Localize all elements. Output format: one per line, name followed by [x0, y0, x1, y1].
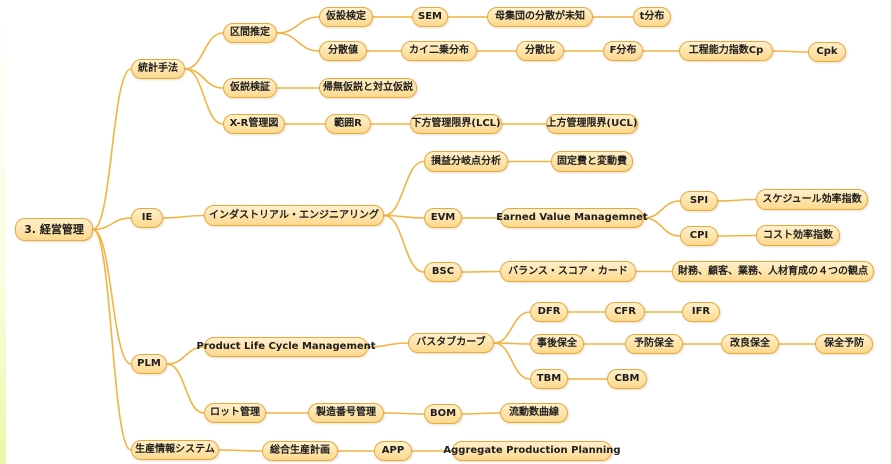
connector-root-ie	[92, 217, 132, 231]
node-range-r[interactable]: 範囲R	[325, 114, 371, 134]
node-root-management[interactable]: 3. 経営管理	[15, 218, 93, 241]
connector-bsc-balance	[461, 270, 501, 273]
node-evm[interactable]: EVM	[424, 208, 462, 228]
node-break-even-analysis[interactable]: 損益分岐点分析	[424, 151, 508, 172]
connector-root-plm	[92, 228, 132, 365]
node-dfr[interactable]: DFR	[530, 302, 568, 322]
connector-indeng-bsc	[383, 214, 425, 273]
node-chi-square[interactable]: カイ二乗分布	[401, 41, 477, 61]
connector-cpi-cost	[717, 234, 757, 237]
node-cost-efficiency[interactable]: コスト効率指数	[756, 225, 840, 246]
node-schedule-efficiency[interactable]: スケジュール効率指数	[756, 189, 868, 210]
connector-ie-indeng	[162, 214, 205, 219]
node-ie[interactable]: IE	[131, 208, 163, 228]
node-preventive-maintenance[interactable]: 予防保全	[625, 334, 683, 354]
node-process-capability[interactable]: 工程能力指数Cp	[679, 41, 773, 61]
connector-root-seisan	[92, 228, 132, 451]
node-cfr[interactable]: CFR	[605, 302, 645, 322]
connector-bathtub-dfr	[493, 311, 531, 344]
node-sem[interactable]: SEM	[412, 7, 448, 27]
node-bsc[interactable]: BSC	[424, 262, 462, 282]
node-cbm[interactable]: CBM	[607, 369, 647, 389]
node-variance-ratio[interactable]: 分散比	[516, 41, 564, 61]
connector-seizo-bom	[383, 412, 425, 415]
node-hypothesis-test[interactable]: 仮設検定	[319, 7, 373, 27]
node-bathtub-curve[interactable]: バスタブカーブ	[408, 333, 494, 353]
node-lot-management[interactable]: ロット管理	[204, 403, 266, 423]
connector-plm-plcm	[166, 346, 205, 365]
node-corrective-maintenance[interactable]: 事後保全	[530, 334, 584, 354]
connector-kukan-bunsan	[276, 32, 320, 52]
connector-bom-ryudo	[461, 412, 501, 415]
connector-indeng-evm	[383, 214, 425, 219]
node-aggregate-planning[interactable]: 総合生産計画	[262, 441, 338, 461]
node-population-variance-unknown[interactable]: 母集団の分散が未知	[487, 7, 593, 27]
connector-stat-xr	[184, 68, 224, 125]
node-ucl[interactable]: 上方管理限界(UCL)	[546, 114, 638, 134]
connector-stat-kukan	[184, 32, 224, 70]
connector-spi-schedule	[717, 198, 757, 202]
connector-plcm-bathtub	[367, 342, 409, 348]
node-plm[interactable]: PLM	[131, 354, 167, 374]
connector-earned-cpi	[643, 217, 681, 237]
connector-plm-lot	[166, 363, 205, 414]
node-earned-value-management[interactable]: Earned Value Managemnet	[496, 208, 648, 228]
connector-bathtub-tbm	[493, 342, 531, 380]
node-cpk[interactable]: Cpk	[808, 42, 846, 62]
node-tbm[interactable]: TBM	[530, 369, 568, 389]
node-app[interactable]: APP	[374, 441, 412, 461]
node-spi[interactable]: SPI	[680, 191, 718, 211]
node-t-distribution[interactable]: t分布	[633, 7, 671, 27]
node-flow-curve[interactable]: 流動数曲線	[500, 403, 568, 423]
connector-seisan-sougou	[218, 449, 263, 452]
node-four-perspectives[interactable]: 財務、顧客、業務、人材育成の４つの観点	[672, 261, 874, 282]
node-cpi[interactable]: CPI	[680, 226, 718, 246]
node-statistics[interactable]: 統計手法	[131, 59, 185, 79]
node-interval-estimation[interactable]: 区間推定	[223, 23, 277, 43]
node-serial-number-management[interactable]: 製造番号管理	[308, 403, 384, 423]
node-maintenance-prevention[interactable]: 保全予防	[815, 334, 873, 354]
node-product-life-cycle-management[interactable]: Product Life Cycle Management	[196, 337, 376, 357]
node-xr-chart[interactable]: X-R管理図	[223, 114, 285, 134]
node-production-info-system[interactable]: 生産情報システム	[131, 440, 219, 460]
node-industrial-engineering[interactable]: インダストリアル・エンジニアリング	[204, 205, 384, 226]
connector-cp-cpk	[772, 50, 809, 53]
node-hypothesis-testing[interactable]: 仮説検証	[223, 78, 277, 98]
node-aggregate-production-planning[interactable]: Aggregate Production Planning	[443, 441, 621, 461]
node-lcl[interactable]: 下方管理限界(LCL)	[410, 114, 502, 134]
node-fixed-variable-cost[interactable]: 固定費と変動費	[551, 151, 633, 172]
left-edge-stripe	[0, 0, 6, 464]
node-improvement-maintenance[interactable]: 改良保全	[721, 334, 779, 354]
node-balanced-scorecard[interactable]: バランス・スコア・カード	[500, 261, 636, 282]
node-ifr[interactable]: IFR	[682, 302, 720, 322]
node-variance[interactable]: 分散値	[319, 41, 367, 61]
connector-indeng-soneki	[383, 160, 425, 217]
connector-earned-spi	[643, 200, 681, 219]
node-null-alternative-hypothesis[interactable]: 帰無仮説と対立仮説	[319, 78, 417, 98]
node-bom[interactable]: BOM	[424, 404, 462, 424]
node-f-distribution[interactable]: F分布	[603, 41, 643, 61]
connector-root-stat	[92, 68, 132, 231]
connector-kukan-kasetsu	[276, 16, 320, 34]
